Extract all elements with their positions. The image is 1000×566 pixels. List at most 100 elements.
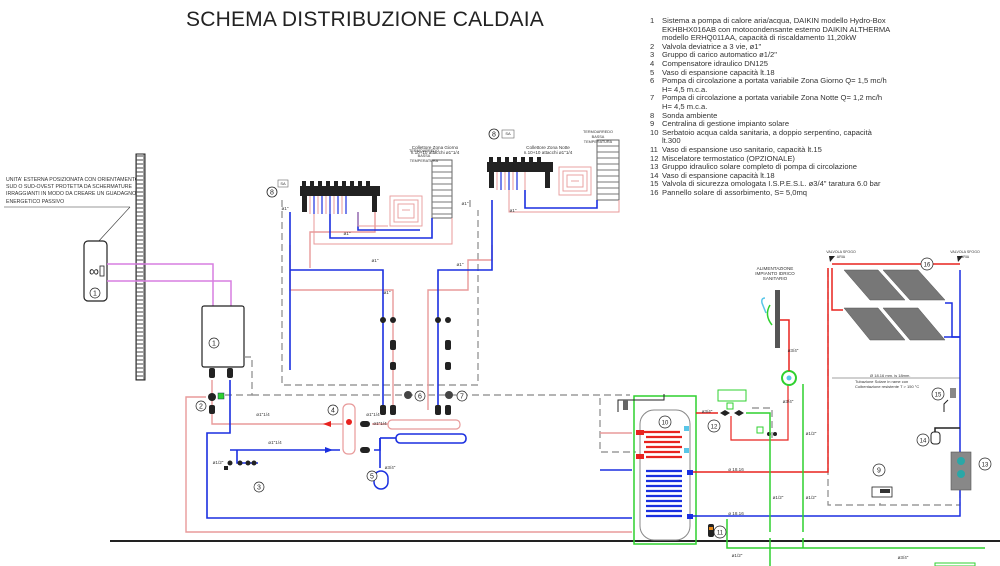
component-marker-13: 13: [982, 463, 989, 469]
legend-item-number: 15: [650, 179, 659, 189]
exterior-wall: [135, 153, 146, 381]
legend-item-number: 13: [650, 162, 659, 172]
pipe-diameter-label: ø3/4": [782, 399, 794, 404]
collector-night-label: Collettore Zona Notte n.10+10 attacchi ø…: [523, 145, 573, 156]
solar-pipe-label-2: Tubazione Solare in rame con: [855, 379, 909, 384]
pipe-diameter-label: ø 18.16: [728, 511, 744, 516]
floor-heating-coil-night: [558, 166, 592, 196]
outdoor-unit: ∞: [83, 240, 108, 302]
legend-item-number: 9: [650, 119, 655, 129]
collector-day-zone: [300, 181, 380, 214]
pipe-diameter-label: ø3/4": [701, 409, 713, 414]
return-manifold: [395, 433, 467, 444]
thermostatic-mixer: [707, 389, 777, 436]
legend-item-number: 6: [650, 76, 655, 86]
legend-item-number: 3: [650, 50, 655, 60]
towel-rail-night: [596, 139, 620, 201]
pipe-diameter-label: ø3/4": [787, 348, 799, 353]
towel-rail-night-label: TERMOARREDO BASSA TEMPERATURA: [583, 130, 613, 145]
solar-safety-valve: [931, 387, 956, 412]
component-marker-8: 8: [492, 132, 496, 139]
diverter-valve: [195, 392, 225, 412]
legend-item-text: Vaso di espansione capacità lt.18: [662, 170, 775, 180]
pipe-diameter-label: ø1"1/4: [256, 412, 270, 417]
legend-item: 3 Gruppo di carico automatico ø1/2": [650, 51, 890, 60]
solar-panels: [843, 269, 946, 341]
legend-item-number: 8: [650, 110, 655, 120]
pipe-diameter-label: ø1": [281, 206, 289, 211]
air-vent-right: [957, 256, 963, 262]
marker-16-ring: [920, 257, 934, 271]
tank-solar-return: [693, 270, 961, 517]
heating-supply-pipes: [185, 205, 632, 533]
outdoor-unit-note: UNITA' ESTERNA POSIZIONATA CON ORIENTAME…: [6, 177, 139, 205]
component-marker-3: 3: [257, 485, 261, 492]
solar-pipe-label-1: Ø 18.16 mm. is 18mm.: [870, 373, 911, 378]
component-marker-11: 11: [717, 531, 724, 537]
pipe-diameter-label: ø1"1/4: [268, 440, 282, 445]
legend-item-text: Valvola deviatrice a 3 vie, ø1": [662, 41, 762, 51]
legend-item-number: 12: [650, 153, 659, 163]
pipe-diameter-label: ø1": [461, 201, 469, 206]
water-supply-label: ALIMENTAZIONE IMPIANTO IDRICO SANITARIO: [755, 266, 795, 282]
component-marker-15: 15: [935, 393, 942, 399]
zone-pump-fittings: [380, 317, 451, 415]
component-marker-4: 4: [331, 408, 335, 415]
component-marker-12: 12: [711, 425, 718, 431]
towel-rail-day: [431, 159, 453, 219]
dhw-recirculation-pump: [781, 370, 797, 386]
room-sensor-day: [266, 179, 289, 198]
floor-heating-coil-day: [389, 195, 423, 227]
pipe-diameter-label: ø1/2": [805, 495, 817, 500]
svg-text:∞: ∞: [89, 263, 99, 279]
pipe-diameter-label: ø1": [383, 290, 391, 295]
component-marker-1: 1: [212, 341, 216, 348]
solar-hydraulic-group: [950, 451, 992, 491]
tank-safety-valve: [617, 394, 665, 412]
expansion-vessel-14: [916, 427, 960, 447]
sensor-sa-label-day: SA: [280, 181, 286, 186]
expansion-vessel-11: [708, 524, 727, 539]
component-marker-16: 16: [924, 263, 931, 269]
component-marker-14: 14: [920, 439, 927, 445]
legend-item-text: Sonda ambiente: [662, 110, 718, 120]
legend-item: 8 Sonda ambiente: [650, 110, 890, 121]
legend-item-number: 16: [650, 187, 659, 197]
legend-item-text: Valvola di sicurezza omologata I.S.P.E.S…: [662, 179, 881, 189]
component-marker-8: 8: [270, 190, 274, 197]
pipe-diameter-label: ø 18.16: [728, 467, 744, 472]
component-marker-7: 7: [460, 394, 464, 401]
zone-pumps: [404, 390, 468, 402]
dhw-storage-tank: [633, 395, 697, 545]
diagram-title: SCHEMA DISTRIBUZIONE CALDAIA: [186, 8, 544, 31]
legend-item-text: Pompa di circolazione a portata variabil…: [662, 76, 887, 94]
legend-item-text: Vaso di espansione capacità lt.18: [662, 67, 775, 77]
component-marker-1: 1: [93, 291, 97, 298]
shower-supply-fixture: [761, 290, 780, 348]
pipe-diameter-label: ø1": [371, 258, 379, 263]
air-vent-right-label: VALVOLA SFOGO ARIA: [950, 250, 980, 260]
collector-day-label: Collettore Zona Giorno n.10+10 attacchi …: [410, 145, 460, 156]
pipe-diameter-label: ø1/2": [772, 495, 784, 500]
solar-pipe-label-3: Coibentazione resistente T > 150 °C: [855, 384, 920, 389]
expansion-vessel-5: [366, 470, 389, 490]
control-wiring: [220, 200, 961, 506]
pipe-diameter-label: ø1"1/4: [373, 421, 387, 426]
collector-night-zone: [487, 157, 553, 190]
legend-item-number: 7: [650, 93, 655, 103]
legend-item-text: Serbatoio acqua calda sanitaria, a doppi…: [662, 127, 872, 146]
component-marker-6: 6: [418, 394, 422, 401]
cold-water-meter: [934, 562, 976, 566]
legend-item-text: Gruppo di carico automatico ø1/2": [662, 50, 777, 60]
